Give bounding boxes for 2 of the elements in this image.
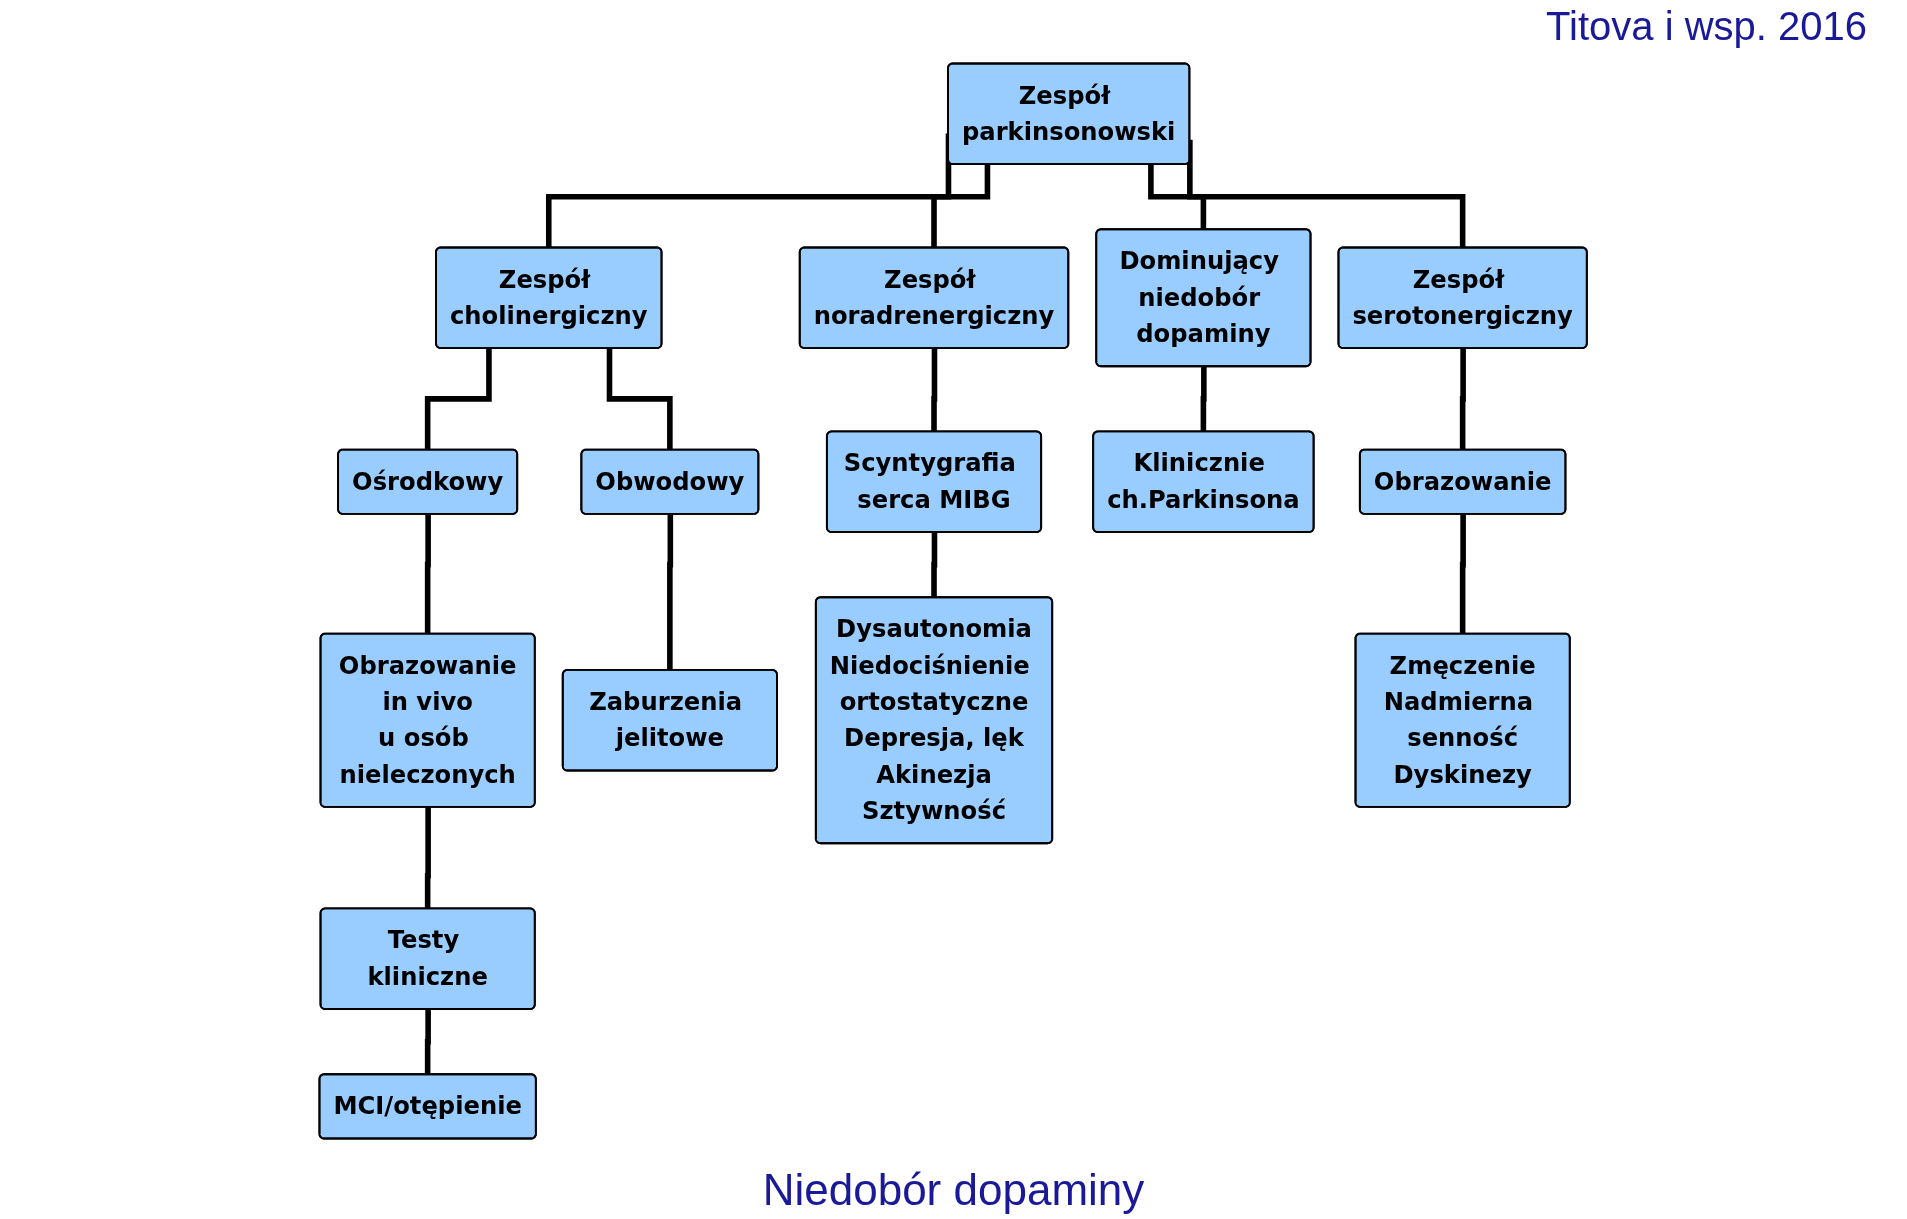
citation: Titova i wsp. 2016 [1546, 4, 1867, 48]
footer-note: Niedobór dopaminy [762, 1165, 1145, 1215]
